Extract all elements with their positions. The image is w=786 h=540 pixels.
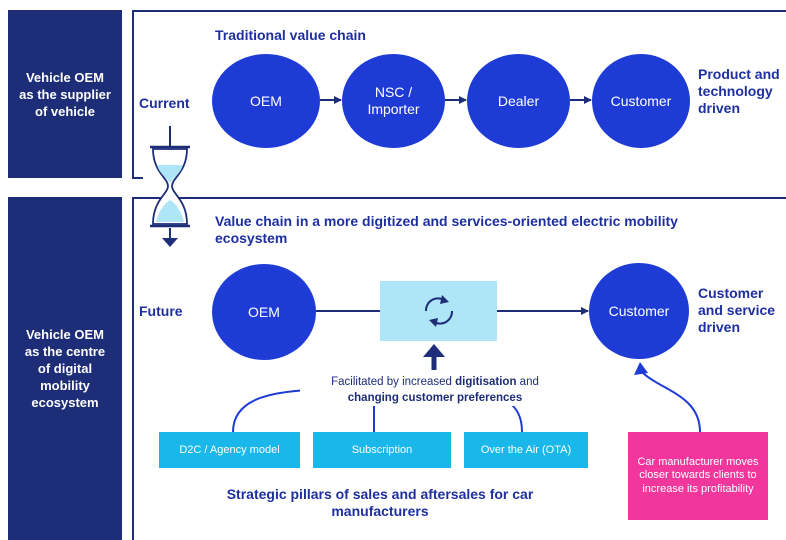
- pillar-ota: Over the Air (OTA): [464, 432, 588, 468]
- pillar-subscription: Subscription: [313, 432, 451, 468]
- future-node-oem: OEM: [212, 264, 316, 360]
- hourglass-icon: [150, 126, 190, 247]
- sidebar-current: Vehicle OEM as the supplier of vehicle: [8, 10, 122, 178]
- sidebar-future: Vehicle OEM as the centre of digital mob…: [8, 197, 122, 540]
- current-node-dealer: Dealer: [467, 54, 570, 148]
- pillars-caption: Strategic pillars of sales and aftersale…: [226, 486, 534, 519]
- digital-hub-box: [380, 281, 497, 341]
- current-driver: Product and technology driven: [698, 66, 780, 116]
- traditional-title: Traditional value chain: [215, 27, 366, 43]
- future-driver: Customer and service driven: [698, 285, 776, 335]
- facilitated-text: Facilitated by increased digitisation an…: [300, 374, 570, 406]
- current-node-oem: OEM: [212, 54, 320, 148]
- pillar-d2c: D2C / Agency model: [159, 432, 300, 468]
- future-node-customer: Customer: [589, 263, 689, 359]
- current-row-label: Current: [139, 95, 190, 111]
- current-node-customer: Customer: [592, 54, 690, 148]
- future-title: Value chain in a more digitized and serv…: [215, 213, 678, 246]
- sidebar-future-label: Vehicle OEM as the centre of digital mob…: [24, 327, 106, 410]
- pink-note: Car manufacturer moves closer towards cl…: [628, 432, 768, 520]
- bottom-bracket: [132, 197, 143, 540]
- future-row-label: Future: [139, 303, 183, 319]
- current-node-nsc: NSC / Importer: [342, 54, 445, 148]
- sidebar-current-label: Vehicle OEM as the supplier of vehicle: [19, 69, 111, 119]
